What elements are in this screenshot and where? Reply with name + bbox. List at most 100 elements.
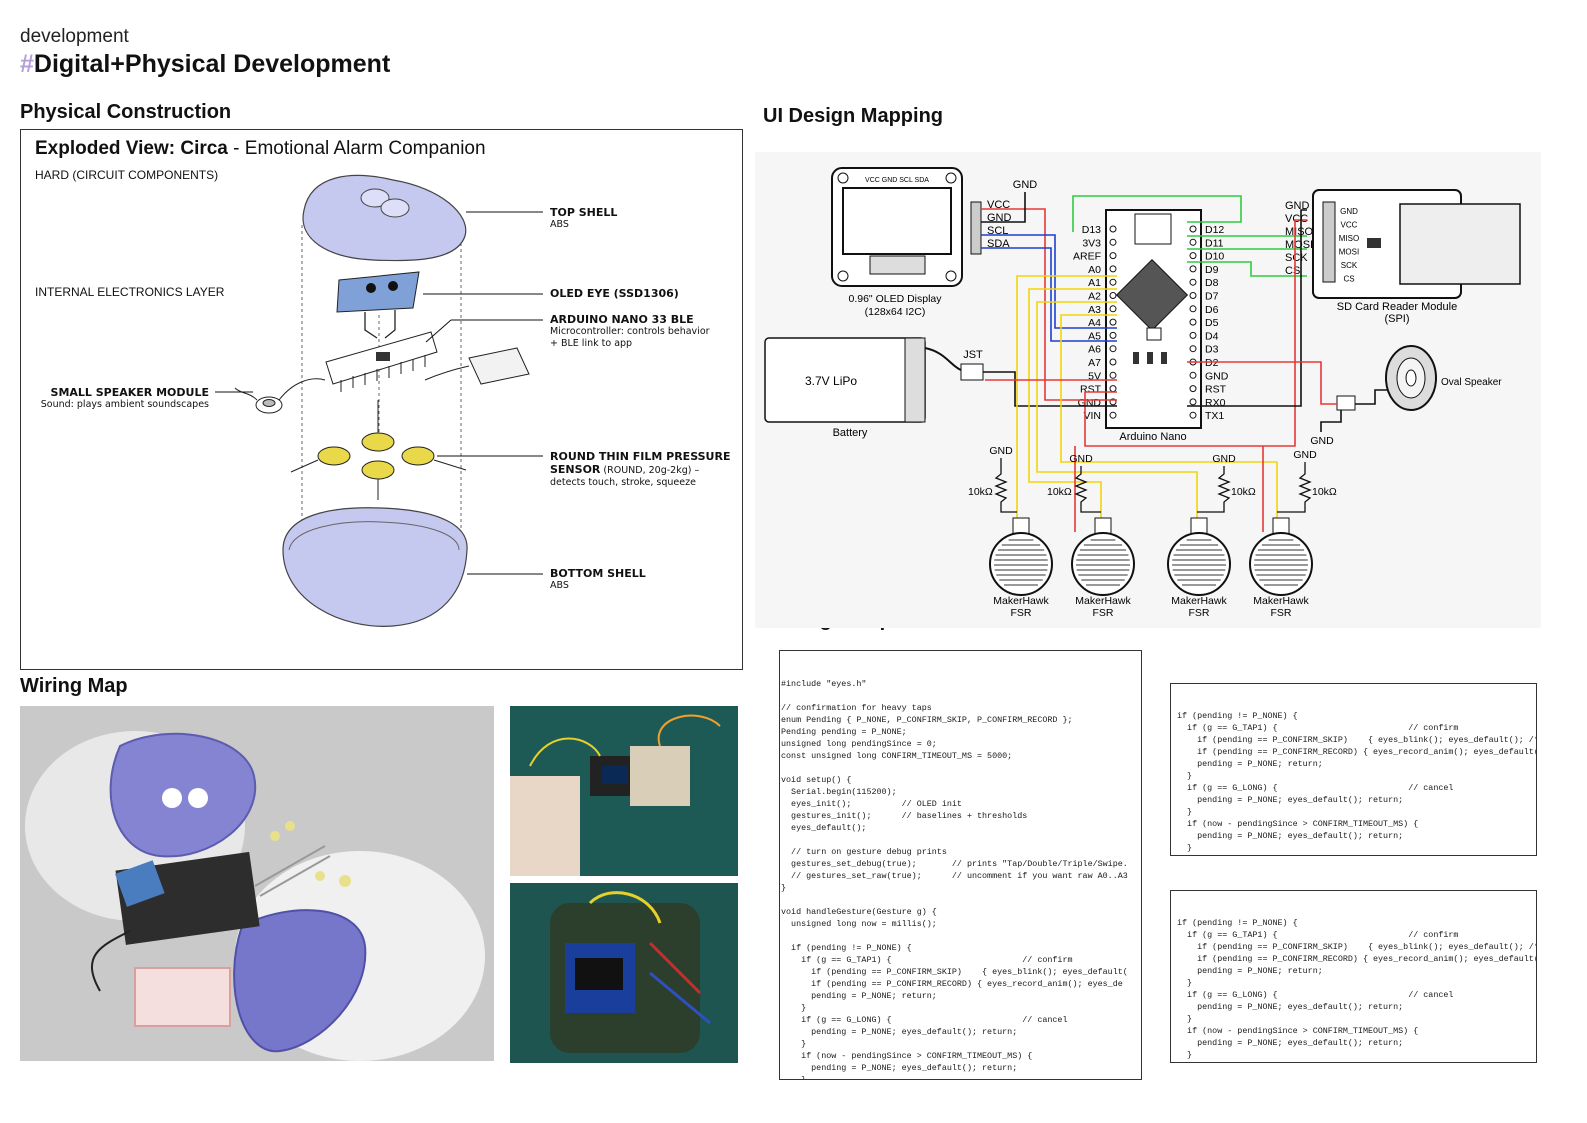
nano-board-shape [325,331,438,392]
nano-pin-dot [1189,252,1197,260]
wire-sd-gnd [1187,209,1307,407]
nano-pin-d8: D8 [1205,277,1219,289]
sd-board-pin-sck: SCK [1341,261,1358,270]
code-main-line: gestures_set_debug(true); // prints "Tap… [781,859,1128,869]
fsr-1-type: FSR [1011,607,1032,619]
fsr-sensors: MakerHawkFSRMakerHawkFSRMakerHawkFSRMake… [989,517,1313,619]
code-main-line: if (pending != P_NONE) { [781,943,912,953]
code-main-line: pending = P_NONE; eyes_default(); return… [781,1027,1018,1037]
section-title-physical: Physical Construction [20,101,232,123]
oled-pin-scl: SCL [987,225,1008,237]
battery-caption: Battery [833,427,868,439]
code-snippet-1-line: if (g == G_TAP1) { // confirm [1177,723,1459,733]
code-sample-main: #include "eyes.h" // confirmation for he… [779,650,1142,1080]
code-snippet-1-line: if (pending == P_CONFIRM_SKIP) { eyes_bl… [1177,735,1537,745]
sd-board-pin-cs: CS [1343,275,1354,284]
nano-pin-d2: D2 [1205,357,1219,369]
wires [981,192,1387,532]
nano-pin-dot [1109,238,1117,246]
nano-pin-dot [1109,345,1117,353]
nano-pin-dot [1189,331,1197,339]
speaker-name: SMALL SPEAKER MODULE [50,386,209,399]
speaker-label: SMALL SPEAKER MODULE Sound: plays ambien… [21,386,209,411]
code-main-line: Pending pending = P_NONE; [781,727,907,737]
sensor-name1: ROUND THIN FILM PRESSURE [550,450,731,463]
nano-pin-dot [1109,385,1117,393]
wire-scl [981,234,1117,329]
nano-pin-a2: A2 [1088,291,1101,303]
wire-a2 [1036,301,1198,532]
nano-pin-d13: D13 [1082,224,1101,236]
nano-pin-dot [1109,278,1117,286]
nano-pin-dot [1189,265,1197,273]
code-snippet-2-line: pending = P_NONE; eyes_default(); return… [1177,1002,1404,1012]
sd-pin-cs: CS [1285,265,1300,277]
nano-pin-dot [1189,292,1197,299]
nano-pin-d10: D10 [1205,251,1224,263]
nano-pin-d12: D12 [1205,224,1224,236]
page-title: #Digital+Physical Development [20,50,390,79]
oled-pin-sda: SDA [987,238,1010,250]
oled-side-pins: VCC GND SCL SDA [970,199,1012,255]
jst-label: JST [963,349,983,361]
gnd-r2: GND [1069,453,1093,465]
code-main-line [781,894,1141,906]
exploded-title-bold: Exploded View: Circa [35,138,228,159]
sd-board-pin-mosi: MOSI [1339,248,1359,257]
sensor-sub: detects touch, stroke, squeeze [550,476,696,488]
code-snippet-1-line: } [1177,807,1193,817]
nano-pin-dot [1109,411,1117,419]
resistors [994,458,1312,513]
code-main-line: unsigned long pendingSince = 0; [781,739,937,749]
oval-speaker-shape [1336,345,1437,411]
top-shell-sub: ABS [550,219,569,230]
nano-pin-dot [1189,278,1197,286]
code-snippet-2-body: if (pending != P_NONE) { if (g == G_TAP1… [1177,917,1536,1062]
nano-pin-dot [1109,371,1117,379]
nano-pin-gnd: GND [1205,370,1229,382]
nano-pin-dot [1109,358,1117,366]
wire-a3 [1060,314,1278,532]
nano-name: ARDUINO NANO 33 BLE [550,313,694,326]
code-main-line: if (pending == P_CONFIRM_SKIP) { eyes_bl… [781,967,1128,977]
code-main-line: const unsigned long CONFIRM_TIMEOUT_MS =… [781,751,1013,761]
fsr-4-brand: MakerHawk [1253,595,1309,607]
sensor-name2a: SENSOR [550,463,601,476]
nano-pin-dot [1189,225,1197,233]
nano-pin-d6: D6 [1205,304,1219,316]
section-title-wiring: Wiring Map [20,675,128,697]
nano-pin-dot [1109,225,1117,233]
code-main-line: #include "eyes.h" [781,679,867,689]
nano-pin-dot [1109,252,1117,260]
pressure-sensors-shape [290,400,467,500]
speaker-sub: Sound: plays ambient soundscapes [40,399,209,410]
nano-sub1: Microcontroller: controls behavior [550,326,710,337]
code-main-line: void setup() { [781,775,852,785]
nano-pin-d9: D9 [1205,264,1219,276]
battery-shape [424,347,530,385]
code-main-line: unsigned long now = millis(); [781,919,937,929]
sd-pin-miso: MISO [1285,226,1314,238]
fsr-2-brand: MakerHawk [1075,595,1131,607]
nano-pin-dot [1109,305,1117,313]
code-main-line: pending = P_NONE; return; [781,991,937,1001]
sd-caption-1: SD Card Reader Module [1337,301,1457,313]
code-snippet-2-line: } [1177,1050,1193,1060]
sensor-label: ROUND THIN FILM PRESSURE SENSOR (ROUND, … [550,450,730,488]
code-snippet-2-line: if (pending != P_NONE) { [1177,918,1298,928]
code-main-line [781,930,1141,942]
wiring-photo-breadboard [510,706,738,876]
fsr-2-type: FSR [1093,607,1114,619]
code-main-line: if (g == G_LONG) { // cancel [781,1015,1068,1025]
fsr-tail [1272,517,1290,535]
bottom-shell-name: BOTTOM SHELL [550,567,646,580]
oled-pin-gnd: GND [987,212,1012,224]
sd-caption-2: (SPI) [1384,313,1409,325]
code-main-body: #include "eyes.h" // confirmation for he… [780,678,1141,1079]
code-main-line: // confirmation for heavy taps [781,703,932,713]
code-snippet-2-line: } [1177,1014,1193,1024]
code-snippet-1-line: } [1177,843,1193,853]
speaker-caption: Oval Speaker [1441,377,1502,388]
code-snippet-1-line: if (now - pendingSince > CONFIRM_TIMEOUT… [1177,819,1419,829]
